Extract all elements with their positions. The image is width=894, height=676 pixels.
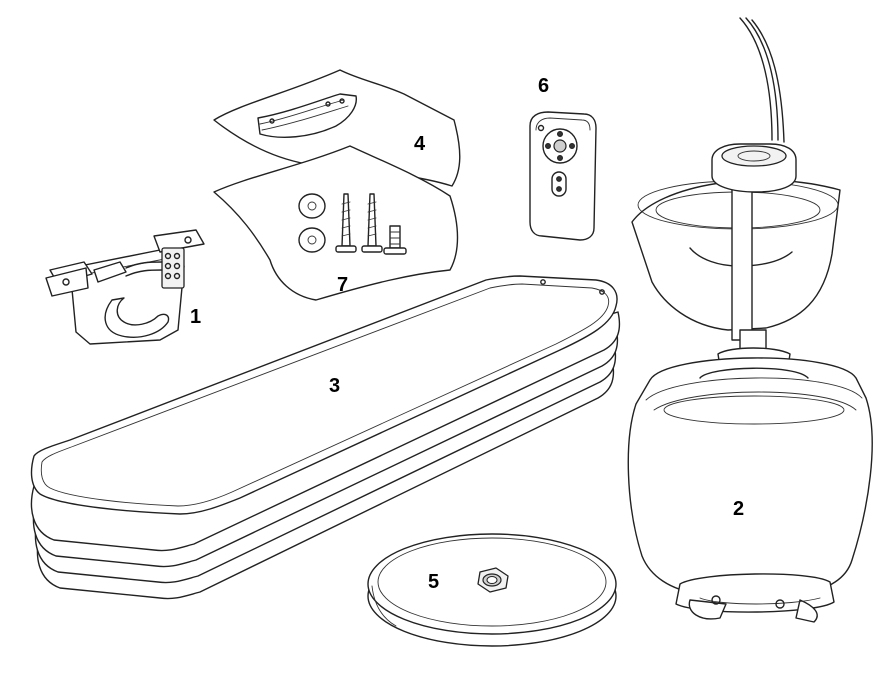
- remote-keypad: [542, 128, 578, 164]
- washer-icon: [298, 193, 326, 219]
- bolt-icon: [383, 225, 407, 255]
- screw-icon: [361, 193, 383, 253]
- hardware-bag: [213, 145, 459, 301]
- callout-5: 5: [428, 571, 440, 593]
- blade-brackets-bag: [213, 69, 461, 187]
- lock-nut-icon: [477, 567, 509, 593]
- washer-icon: [298, 227, 326, 253]
- light-cover-plate: [367, 533, 617, 647]
- callout-6: 6: [538, 75, 550, 97]
- callout-1: 1: [190, 306, 202, 328]
- callout-7: 7: [337, 274, 349, 296]
- motor-assembly: [627, 17, 873, 623]
- callout-2: 2: [733, 498, 745, 520]
- callout-4: 4: [414, 133, 426, 155]
- screw-icon: [335, 193, 357, 253]
- callout-3: 3: [329, 375, 341, 397]
- fan-blades: [30, 275, 621, 600]
- mounting-bracket: [45, 229, 205, 345]
- remote-control: [529, 111, 597, 241]
- remote-toggle: [551, 171, 567, 197]
